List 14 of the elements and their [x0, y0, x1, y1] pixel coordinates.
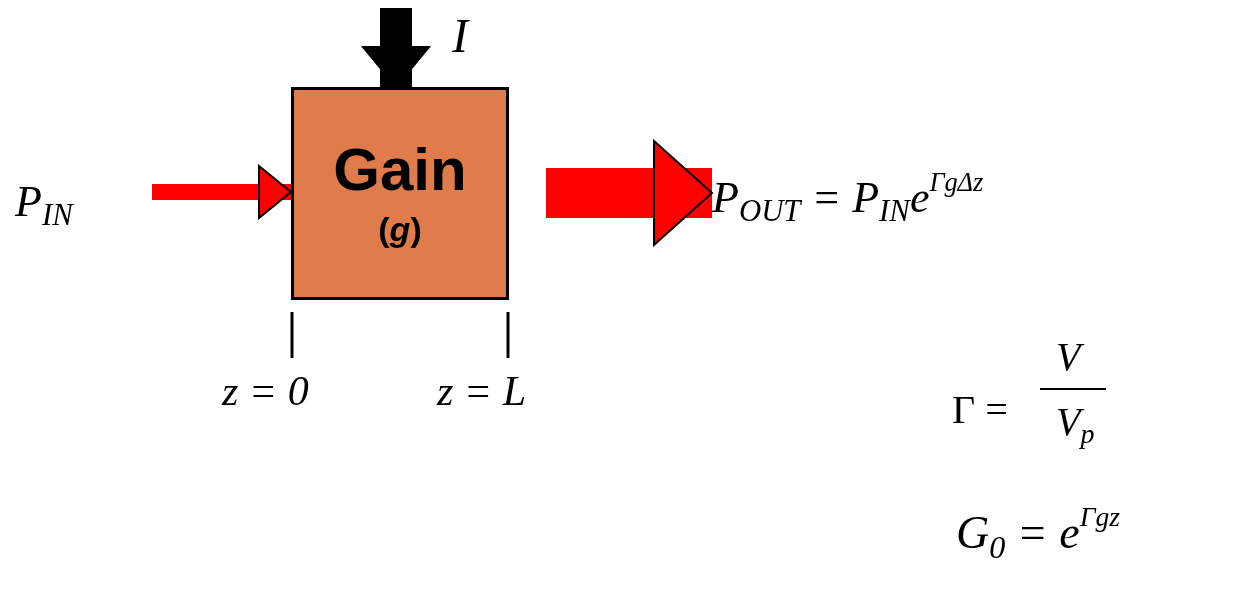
edge-label: I: [452, 12, 468, 60]
formula-label: V$_{p}$: [1056, 400, 1095, 451]
formula-text: P$_{IN}$: [15, 178, 73, 234]
block-arrow: [546, 140, 713, 246]
block-arrow: [152, 165, 292, 219]
formula-label: G$_{0}$ = e$^{Γgz}$: [956, 502, 1121, 566]
box-title: Gain: [333, 137, 467, 204]
box-subtitle: (g): [378, 209, 422, 250]
formula-label: z = L: [437, 368, 527, 415]
block-arrow: [362, 8, 430, 88]
formula-text: P$_{OUT}$ = P$_{IN}$e$^{ΓgΔz}$: [712, 168, 984, 230]
formula-label: Γ =: [952, 388, 1008, 432]
formula-label: z = 0: [222, 368, 309, 415]
gain-box: [291, 87, 509, 300]
